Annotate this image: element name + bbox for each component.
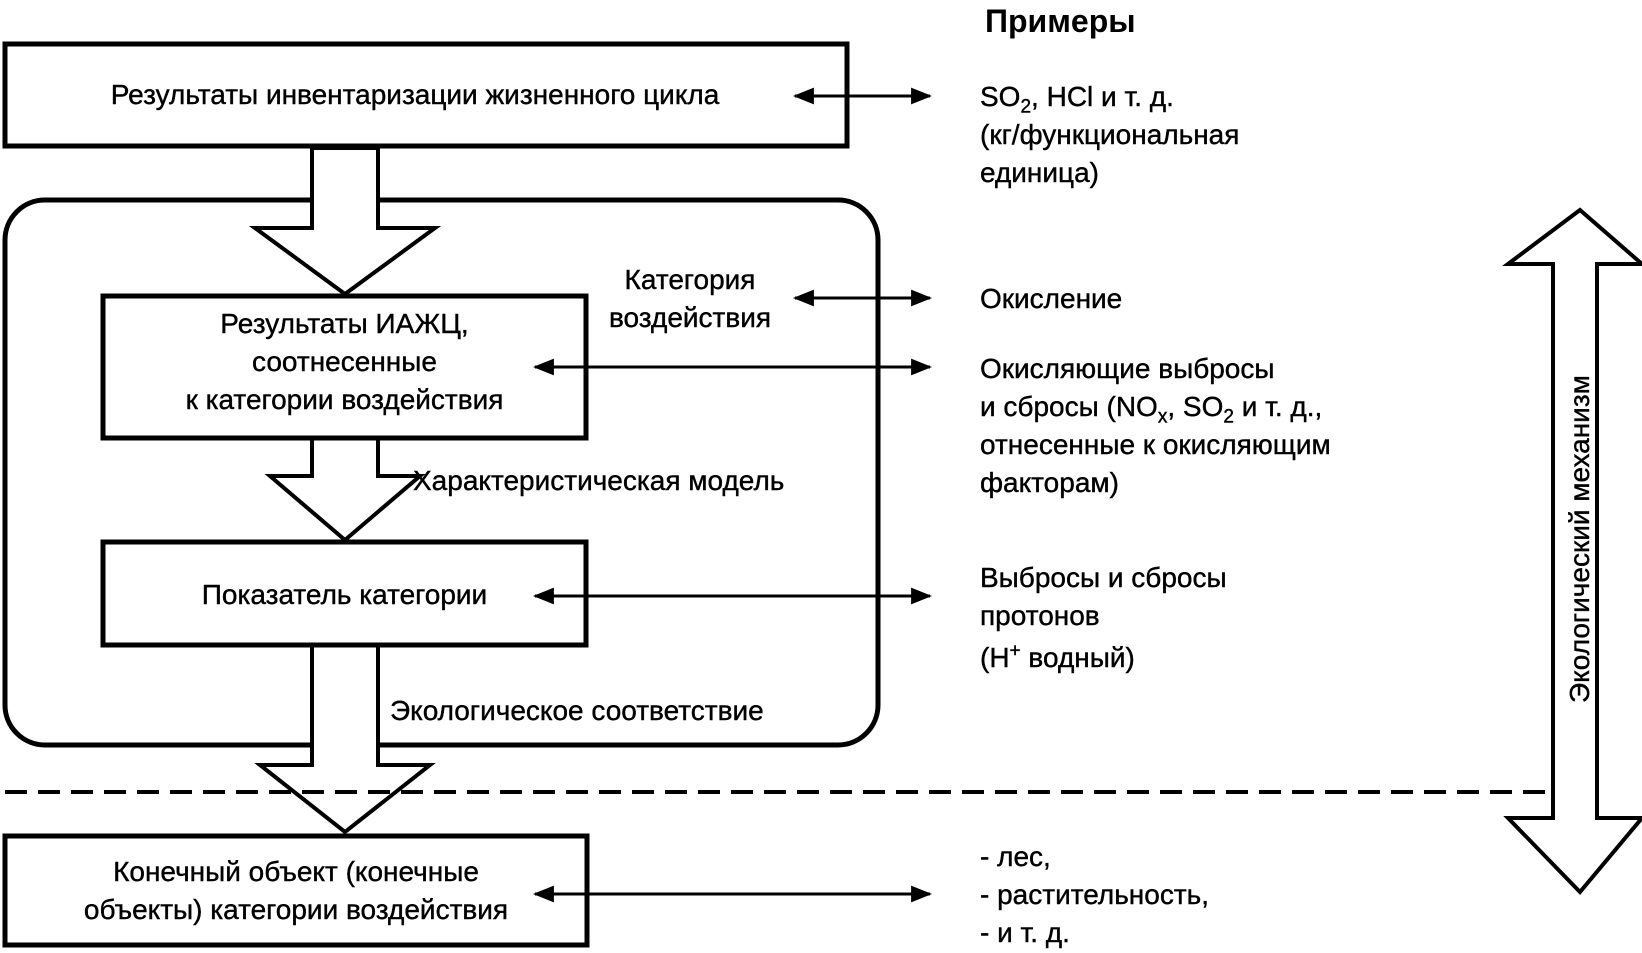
arrow-down-3 [254, 643, 436, 835]
box-inventory-label: Результаты инвентаризации жизненного цик… [110, 79, 720, 110]
char-model-label: Характеристическая модель [413, 465, 785, 496]
box-endpoint-label: Конечный объект (конечные объекты) катег… [10, 853, 582, 929]
arrow-down-2 [264, 434, 426, 543]
example-endpoint-line-2: - растительность, [980, 879, 1210, 910]
example-assigned-line-3: отнесенные к окисляющим [980, 429, 1331, 460]
example-indicator: Выбросы и сбросы протонов (H+ водный) [980, 559, 1227, 677]
box-assigned [100, 293, 589, 441]
example-assigned-line-2: и сбросы (NOx, SO2 и т. д., [980, 391, 1323, 428]
impact-category-line-1: Категория [624, 264, 756, 295]
env-relevance-frame [2, 197, 881, 748]
example-assigned: Окисляющие выбросы и сбросы (NOx, SO2 и … [980, 350, 1331, 502]
env-mechanism-label: Экологический механизм [1564, 375, 1595, 703]
example-assigned-line-1: Окисляющие выбросы [980, 353, 1275, 384]
impact-category-label: Категория воздействия [590, 261, 790, 337]
example-category: Окисление [980, 283, 1123, 314]
example-indicator-line-1: Выбросы и сбросы [980, 562, 1227, 593]
example-indicator-line-3: (H+ водный) [980, 640, 1135, 673]
env-relevance-label: Экологическое соответствие [390, 695, 764, 726]
examples-title: Примеры [985, 3, 1136, 39]
arrow-down-1 [248, 146, 442, 297]
impact-category-line-2: воздействия [608, 302, 772, 333]
example-endpoint-line-3: - и т. д. [980, 917, 1070, 948]
example-inventory-line-3: единица) [980, 157, 1099, 188]
box-assigned-line-2: соотнесенные [252, 346, 437, 377]
example-endpoint: - лес, - растительность, - и т. д. [980, 838, 1209, 952]
env-mechanism-arrow [1502, 207, 1642, 895]
example-inventory: SO2, HCl и т. д. (кг/функциональная един… [980, 78, 1240, 192]
example-endpoint-line-1: - лес, [980, 841, 1051, 872]
example-inventory-line-2: (кг/функциональная [980, 119, 1240, 150]
box-assigned-line-1: Результаты ИАЖЦ, [220, 308, 469, 339]
box-endpoint-line-2: объекты) категории воздействия [83, 894, 509, 925]
example-indicator-line-2: протонов [980, 600, 1100, 631]
example-assigned-line-4: факторам) [980, 467, 1119, 498]
box-indicator-label: Показатель категории [201, 579, 488, 610]
box-assigned-line-3: к категории воздействия [185, 384, 504, 415]
box-endpoint [2, 833, 590, 948]
box-endpoint-line-1: Конечный объект (конечные [113, 856, 479, 887]
box-inventory [2, 41, 850, 149]
example-inventory-line-1: SO2, HCl и т. д. [980, 81, 1174, 118]
box-assigned-label: Результаты ИАЖЦ, соотнесенные к категори… [103, 305, 586, 419]
